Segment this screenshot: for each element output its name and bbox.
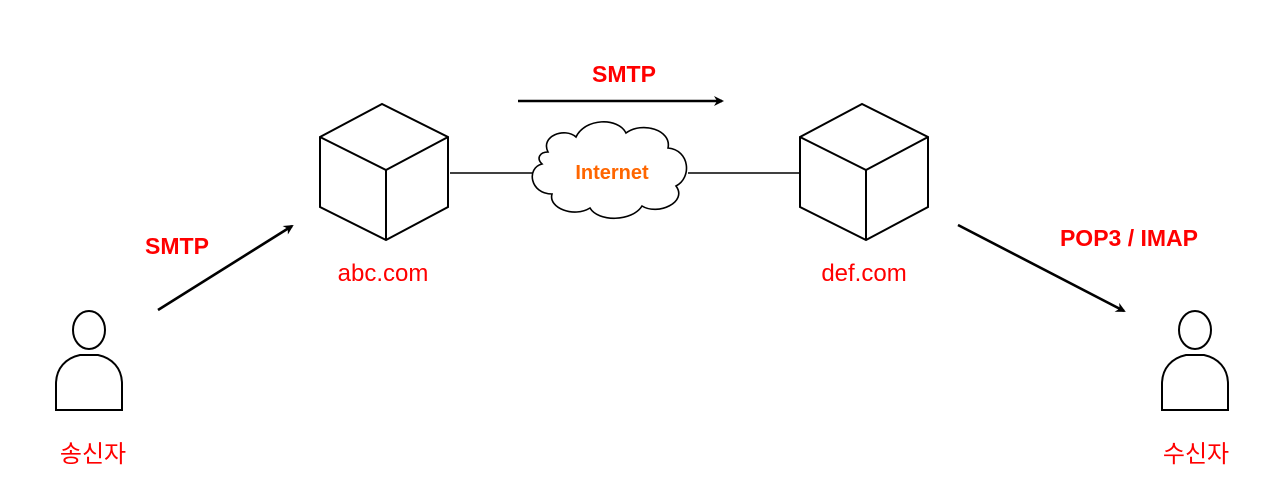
arrow-def-to-receiver [957, 223, 1126, 313]
person-icon [1161, 310, 1229, 411]
cube-icon [319, 102, 449, 242]
smtp-label-left: SMTP [145, 233, 209, 259]
cloud-icon [531, 121, 688, 219]
def-com-label: def.com [821, 260, 906, 287]
sender-label: 송신자 [60, 440, 126, 468]
person-icon [55, 310, 123, 411]
smtp-label-top: SMTP [592, 61, 656, 87]
pop3-imap-label: POP3 / IMAP [1060, 225, 1198, 251]
arrow-sender-to-abc [157, 224, 294, 312]
cube-icon [799, 102, 929, 242]
internet-label: Internet [575, 162, 649, 184]
receiver-label: 수신자 [1163, 440, 1229, 468]
abc-com-label: abc.com [338, 260, 429, 287]
